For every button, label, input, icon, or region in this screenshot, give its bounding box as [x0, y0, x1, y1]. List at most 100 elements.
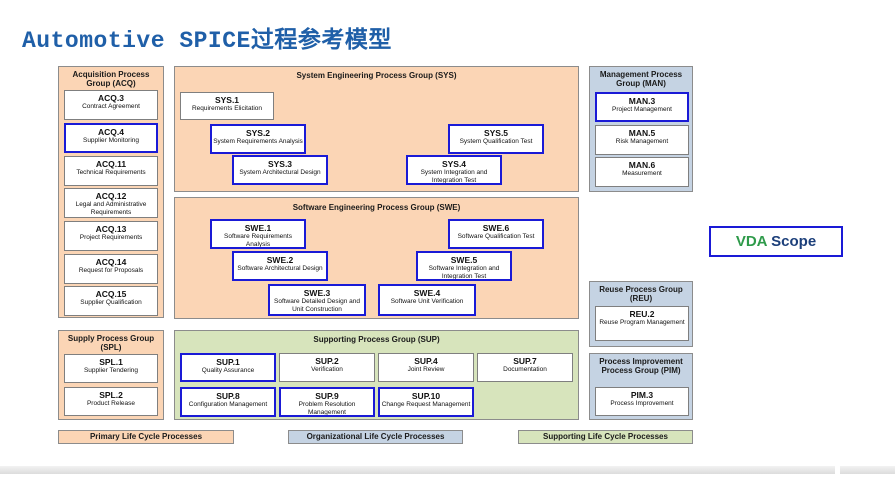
process-name: Legal and Administrative Requirements	[75, 201, 147, 216]
sup-group-title: Supporting Process Group (SUP)	[313, 335, 440, 344]
process-name: Documentation	[503, 366, 547, 373]
process-name: Verification	[311, 366, 343, 373]
legend-supporting: Supporting Life Cycle Processes	[518, 430, 693, 444]
process-name: Software Integration and Integration Tes…	[428, 265, 500, 280]
process-name: Supplier Qualification	[80, 299, 142, 306]
legend-organizational: Organizational Life Cycle Processes	[288, 430, 463, 444]
process-name: Change Request Management	[381, 401, 471, 408]
process-id: SUP.4	[414, 356, 438, 366]
process-id: SYS.5	[483, 128, 509, 138]
process-id: SPL.1	[99, 357, 123, 367]
process-name: Technical Requirements	[76, 169, 146, 176]
page-title: Automotive SPICE过程参考模型	[22, 28, 392, 54]
process-id: MAN.5	[628, 128, 656, 138]
legend-primary: Primary Life Cycle Processes	[58, 430, 234, 444]
process-name: Project Requirements	[79, 234, 143, 241]
process-id: SUP.2	[315, 356, 339, 366]
process-name: Risk Management	[615, 138, 669, 145]
process-id: SWE.5	[450, 255, 478, 265]
process-id: SUP.9	[315, 391, 339, 401]
process-id: SWE.3	[303, 288, 331, 298]
process-id: SYS.1	[214, 95, 240, 105]
process-id: ACQ.12	[95, 191, 127, 201]
process-name: System Integration and Integration Test	[420, 169, 488, 184]
process-id: PIM.3	[630, 390, 654, 400]
process-name: System Qualification Test	[459, 138, 533, 145]
swe-group-title: Software Engineering Process Group (SWE)	[292, 203, 461, 212]
slide-bottom-edge	[0, 466, 835, 474]
process-id: REU.2	[629, 309, 655, 319]
process-id: SUP.1	[216, 357, 240, 367]
spl-group-title: Supply Process Group (SPL)	[67, 334, 155, 352]
vda-logo-text: VDA	[735, 233, 767, 250]
vda-scope-text: Scope	[771, 233, 817, 250]
process-id: SWE.1	[244, 223, 272, 233]
sys-group-title: System Engineering Process Group (SYS)	[296, 71, 457, 80]
process-name: Measurement	[622, 170, 662, 177]
process-id: SWE.2	[266, 255, 294, 265]
process-name: System Requirements Analysis	[213, 138, 303, 145]
process-name: Process Improvement	[610, 400, 674, 407]
process-id: SWE.4	[413, 288, 441, 298]
process-name: Quality Assurance	[201, 367, 255, 374]
process-id: MAN.3	[628, 96, 656, 106]
process-id: SWE.6	[482, 223, 510, 233]
process-id: SUP.7	[513, 356, 537, 366]
process-name: Software Unit Verification	[390, 298, 464, 305]
process-name: Joint Review	[407, 366, 445, 373]
process-id: ACQ.4	[98, 127, 124, 137]
slide-bottom-edge-right	[840, 466, 895, 474]
process-id: MAN.6	[628, 160, 656, 170]
process-id: SYS.2	[245, 128, 271, 138]
process-name: Configuration Management	[188, 401, 268, 408]
process-name: Software Qualification Test	[457, 233, 535, 240]
process-id: ACQ.13	[95, 224, 127, 234]
process-id: ACQ.15	[95, 289, 127, 299]
process-id: SYS.4	[441, 159, 467, 169]
process-name: Product Release	[86, 400, 136, 407]
process-id: ACQ.3	[98, 93, 124, 103]
process-name: Software Detailed Design and Unit Constr…	[274, 298, 360, 313]
process-id: ACQ.14	[95, 257, 127, 267]
process-id: SUP.10	[411, 391, 441, 401]
process-name: Reuse Program Management	[599, 319, 685, 326]
process-name: Software Requirements Analysis	[224, 233, 292, 248]
vda-scope-badge: VDA Scope	[709, 226, 843, 257]
acq-group-title: Acquisition Process Group (ACQ)	[72, 70, 150, 88]
process-id: SPL.2	[99, 390, 123, 400]
pim-group-title: Process Improvement Process Group (PIM)	[599, 357, 683, 375]
process-name: Problem Resolution Management	[298, 401, 356, 416]
